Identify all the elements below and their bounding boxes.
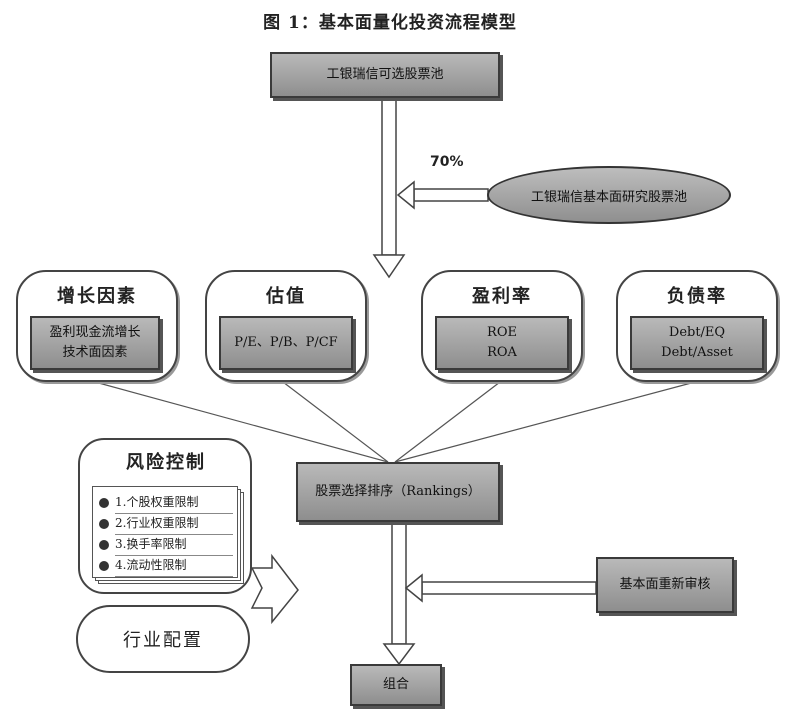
risk-item-2-label: 2.行业权重限制	[115, 516, 199, 530]
ranking-label: 股票选择排序（Rankings）	[315, 484, 481, 499]
ring-icon	[99, 519, 109, 529]
card-profit-content: ROE ROA	[435, 316, 569, 370]
fundamental-review-box: 基本面重新审核	[596, 557, 734, 613]
card-growth: 增长因素 盈利现金流增长 技术面因素	[16, 270, 178, 382]
risk-control-panel: 风险控制 1.个股权重限制 2.行业权重限制 3.换手率限制 4.流动性限制	[78, 438, 254, 596]
review-arrow-shaft	[421, 581, 597, 595]
risk-item-1: 1.个股权重限制	[99, 493, 233, 514]
risk-item-3: 3.换手率限制	[99, 535, 233, 556]
risk-control-header: 风险控制	[126, 452, 206, 473]
percentage-label: 70%	[430, 154, 464, 170]
ellipse-arrow-shaft	[413, 188, 489, 202]
research-pool-ellipse: 工银瑞信基本面研究股票池	[487, 166, 731, 224]
card-valuation-content: P/E、P/B、P/CF	[219, 316, 353, 370]
card-debt-content: Debt/EQ Debt/Asset	[630, 316, 764, 370]
card-debt-line-1: Debt/EQ	[668, 325, 726, 340]
ranking-box: 股票选择排序（Rankings）	[296, 462, 500, 522]
ellipse-arrow-head	[396, 180, 415, 210]
risk-control-list: 1.个股权重限制 2.行业权重限制 3.换手率限制 4.流动性限制	[99, 493, 233, 577]
card-debt-header: 负债率	[667, 286, 727, 307]
risk-control-notebook: 1.个股权重限制 2.行业权重限制 3.换手率限制 4.流动性限制	[92, 486, 244, 584]
risk-item-4: 4.流动性限制	[99, 556, 233, 577]
card-growth-header: 增长因素	[57, 286, 137, 307]
card-growth-line-1: 盈利现金流增长	[49, 325, 141, 340]
card-valuation-line-1: P/E、P/B、P/CF	[234, 335, 338, 350]
risk-item-2: 2.行业权重限制	[99, 514, 233, 535]
ring-icon	[99, 540, 109, 550]
lower-arrow-head	[382, 643, 416, 666]
card-debt: 负债率 Debt/EQ Debt/Asset	[616, 270, 778, 382]
stock-pool-box: 工银瑞信可选股票池	[270, 52, 500, 98]
card-profit: 盈利率 ROE ROA	[421, 270, 583, 382]
connector-profit	[394, 381, 501, 463]
diagram-title: 图 1：基本面量化投资流程模型	[263, 13, 517, 33]
fundamental-review-label: 基本面重新审核	[619, 577, 711, 592]
connector-debt	[394, 381, 696, 463]
main-arrow-head	[372, 254, 406, 279]
connector-growth	[94, 381, 389, 463]
card-profit-header: 盈利率	[472, 286, 532, 307]
card-profit-line-1: ROE	[487, 325, 517, 340]
card-debt-line-2: Debt/Asset	[661, 345, 733, 360]
review-arrow-head	[404, 573, 423, 603]
card-growth-content: 盈利现金流增长 技术面因素	[30, 316, 160, 370]
ring-icon	[99, 561, 109, 571]
portfolio-label: 组合	[382, 677, 409, 692]
risk-block-arrow	[250, 553, 299, 625]
card-growth-line-2: 技术面因素	[62, 345, 128, 360]
main-arrow-shaft	[381, 94, 397, 256]
research-pool-label: 工银瑞信基本面研究股票池	[530, 189, 687, 205]
industry-allocation-label: 行业配置	[123, 630, 203, 651]
stock-pool-label: 工银瑞信可选股票池	[326, 67, 444, 82]
connector-valuation	[282, 381, 389, 463]
risk-item-3-label: 3.换手率限制	[115, 537, 187, 551]
notebook-page-front: 1.个股权重限制 2.行业权重限制 3.换手率限制 4.流动性限制	[92, 486, 238, 578]
card-profit-line-2: ROA	[487, 345, 517, 360]
portfolio-box: 组合	[350, 664, 442, 706]
card-valuation-header: 估值	[266, 286, 306, 307]
ring-icon	[99, 498, 109, 508]
card-valuation: 估值 P/E、P/B、P/CF	[205, 270, 367, 382]
lower-arrow-shaft	[391, 521, 407, 645]
risk-item-1-label: 1.个股权重限制	[115, 495, 199, 509]
industry-allocation-oval: 行业配置	[76, 605, 250, 673]
risk-item-4-label: 4.流动性限制	[115, 558, 187, 572]
